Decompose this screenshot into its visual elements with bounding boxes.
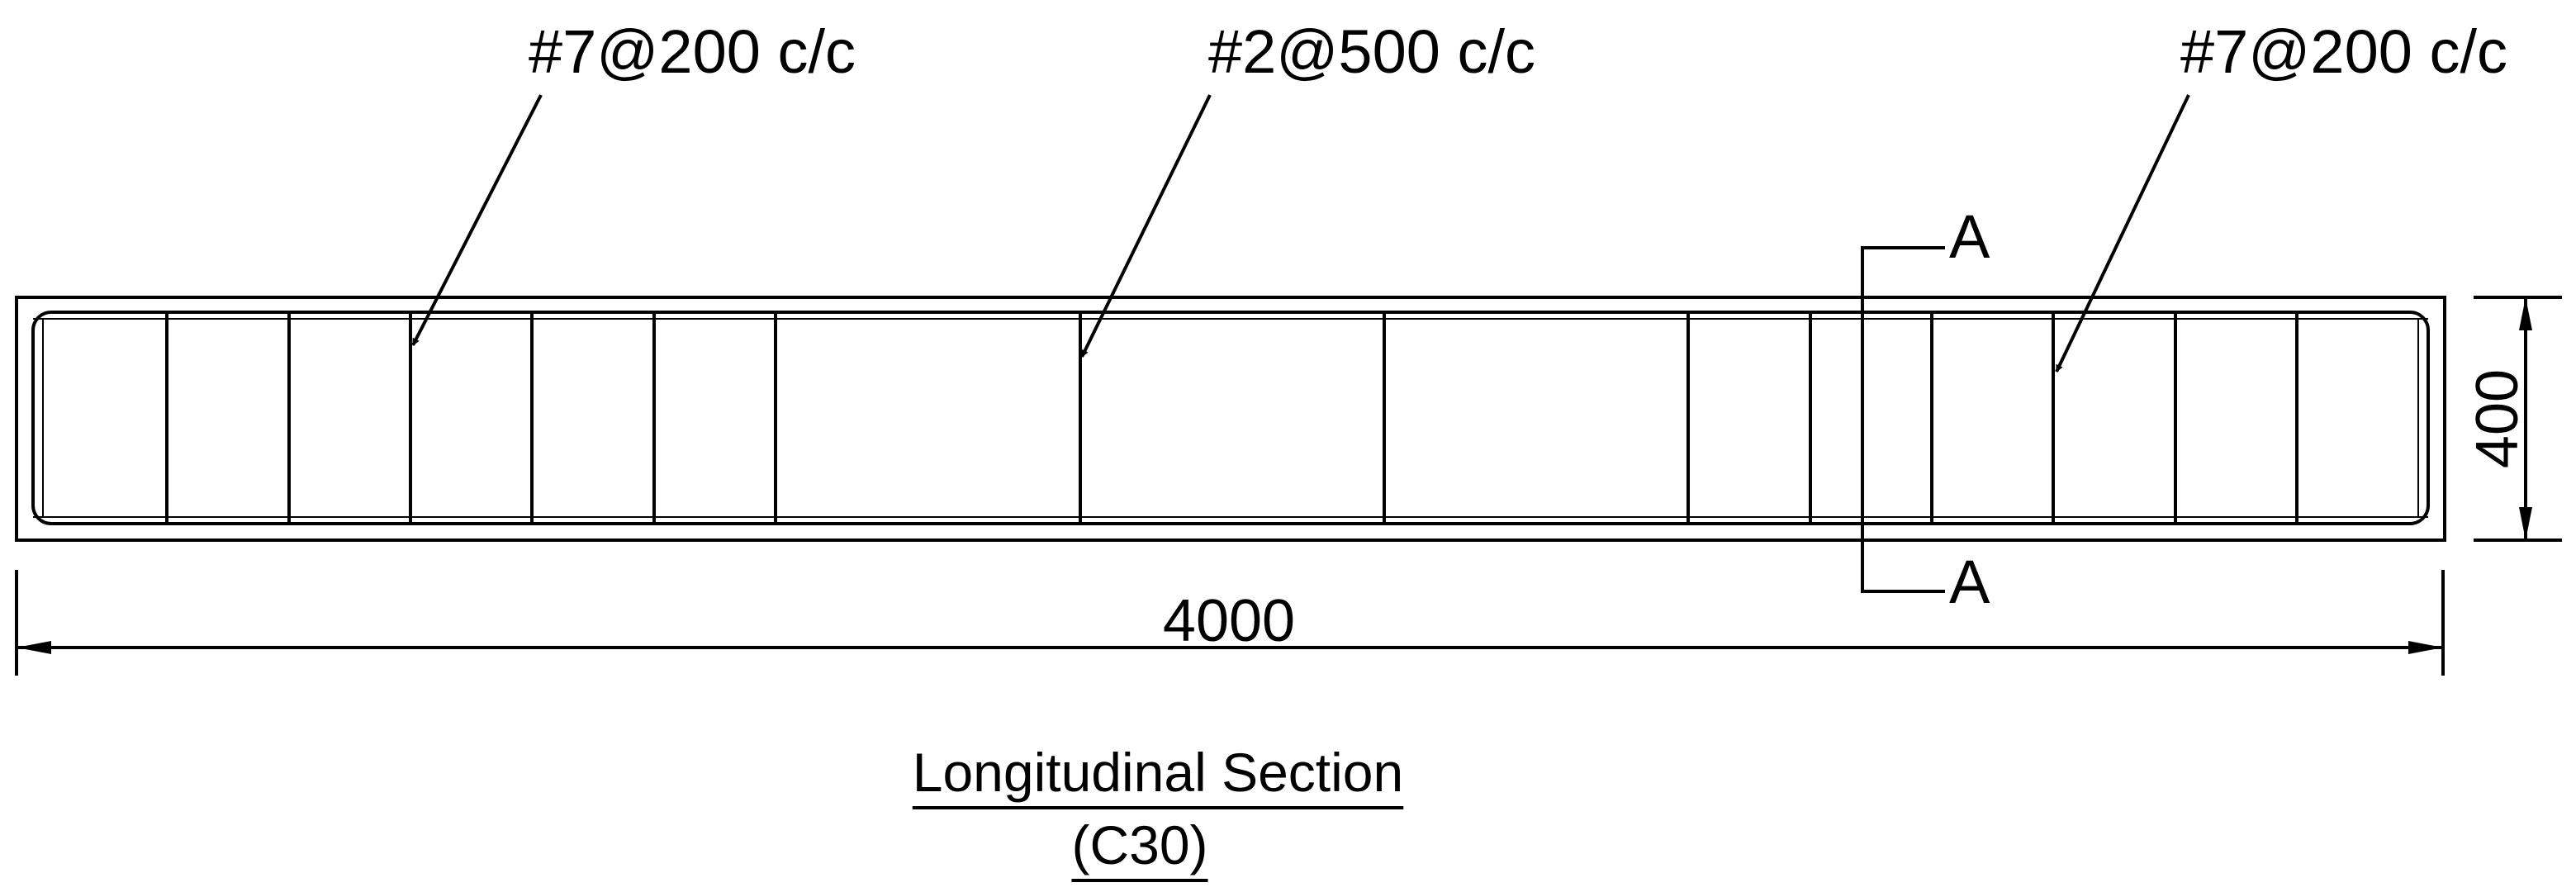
height-dimension <box>2474 296 2562 542</box>
reinforcement-cage <box>31 311 2430 525</box>
drawing-title: Longitudinal Section <box>913 742 1403 803</box>
height-dimension-value: 400 <box>2465 369 2531 468</box>
leader-right-stirrups <box>2055 94 2190 372</box>
drawing-subtitle: (C30) <box>1071 814 1207 875</box>
beam-outline <box>15 296 2446 542</box>
beam <box>15 296 2446 542</box>
leader-left-stirrups <box>411 94 543 346</box>
dimension-arrow-left <box>17 641 51 654</box>
length-dimension <box>15 570 2445 676</box>
section-mark-bottom: A <box>1949 548 1990 616</box>
dimension-arrow-right <box>2408 641 2443 654</box>
section-mark-top: A <box>1949 202 1990 271</box>
dimension-arrow-top <box>2519 297 2532 330</box>
leaders <box>411 94 2190 372</box>
leader-middle-stirrups <box>1080 94 1212 358</box>
section-cut-path <box>1861 246 1945 593</box>
middle-stirrup-label: #2@500 c/c <box>1208 17 1535 86</box>
right-stirrup-label: #7@200 c/c <box>2180 17 2507 86</box>
stirrups <box>165 312 2298 524</box>
left-stirrup-label: #7@200 c/c <box>529 17 856 86</box>
section-cut-line <box>1861 246 1945 593</box>
dimension-arrow-bottom <box>2519 507 2532 540</box>
length-dimension-value: 4000 <box>1163 588 1295 654</box>
